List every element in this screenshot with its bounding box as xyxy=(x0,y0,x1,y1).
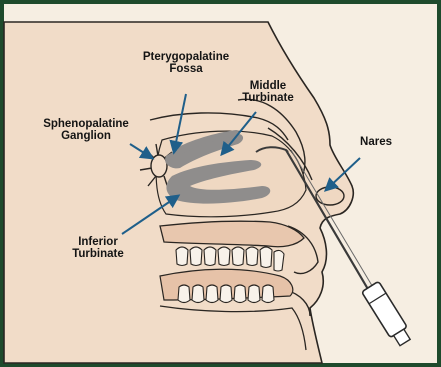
label-line: Ganglion xyxy=(34,130,138,142)
label-line: Nares xyxy=(346,136,406,148)
nostril xyxy=(316,187,344,205)
label-sphenopalatine-ganglion: Sphenopalatine Ganglion xyxy=(34,118,138,142)
hard-palate xyxy=(160,221,304,247)
label-line: Turbinate xyxy=(226,92,310,104)
label-line: Fossa xyxy=(136,63,236,75)
label-pterygopalatine-fossa: Pterygopalatine Fossa xyxy=(136,51,236,75)
label-inferior-turbinate: Inferior Turbinate xyxy=(58,236,138,260)
label-middle-turbinate: Middle Turbinate xyxy=(226,80,310,104)
label-line: Turbinate xyxy=(58,248,138,260)
label-line: Middle xyxy=(226,80,310,92)
label-line: Sphenopalatine xyxy=(34,118,138,130)
label-nares: Nares xyxy=(346,136,406,148)
label-line: Inferior xyxy=(58,236,138,248)
label-line: Pterygopalatine xyxy=(136,51,236,63)
